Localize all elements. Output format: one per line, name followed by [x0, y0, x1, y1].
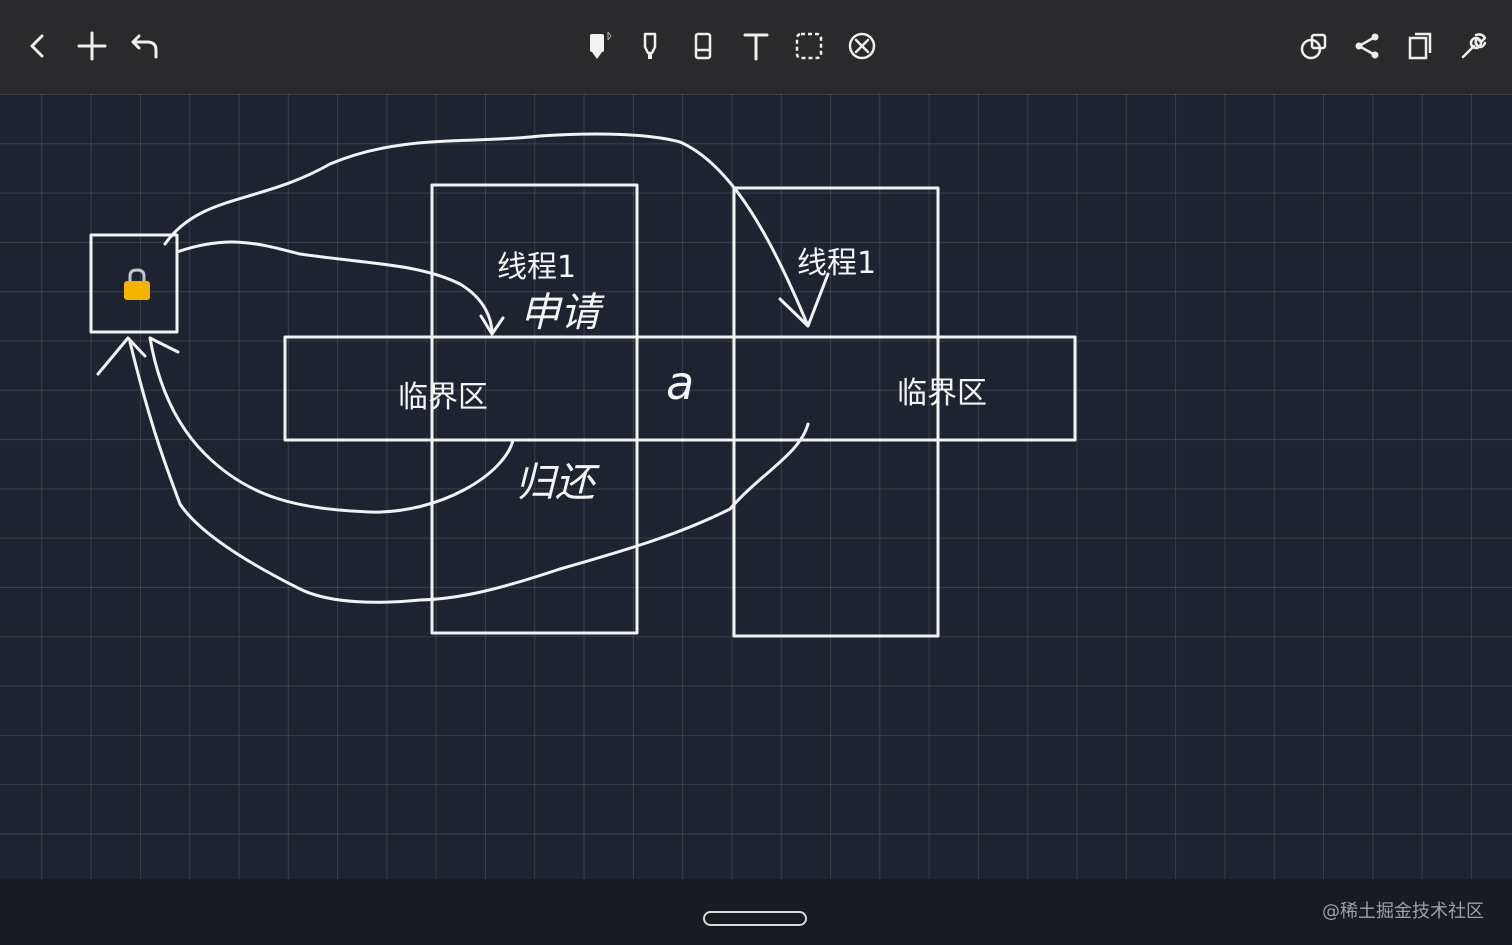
- undo-icon[interactable]: [125, 26, 165, 66]
- marker-tool-icon[interactable]: [630, 26, 670, 66]
- arrow-lock-to-left: [175, 240, 494, 336]
- shapes-icon[interactable]: [1294, 26, 1334, 66]
- bottom-bar: @稀土掘金技术社区: [0, 879, 1512, 945]
- back-icon[interactable]: [18, 26, 58, 66]
- lasso-select-icon[interactable]: [789, 26, 829, 66]
- apply-handwritten-label: 申请: [520, 290, 600, 336]
- ink-layer: [89, 132, 1077, 638]
- drawing-canvas[interactable]: 线程1 线程1 临界区 临界区 a 申请 归还: [0, 94, 1512, 879]
- return-handwritten-label: 归还: [515, 460, 595, 506]
- lock-icon[interactable]: [122, 267, 152, 301]
- pages-icon[interactable]: [1400, 26, 1440, 66]
- share-icon[interactable]: [1347, 26, 1387, 66]
- arrow-return-left: [148, 336, 515, 514]
- top-toolbar: [0, 0, 1512, 94]
- pen-tool-icon[interactable]: [577, 26, 617, 66]
- add-icon[interactable]: [72, 26, 112, 66]
- home-indicator[interactable]: [703, 911, 807, 926]
- thread-left-box: [430, 183, 639, 635]
- critical-section-right-label: 临界区: [897, 376, 987, 411]
- critical-section-band: [283, 335, 1077, 442]
- text-tool-icon[interactable]: [736, 26, 776, 66]
- lock-box: [89, 233, 179, 334]
- arrow-head-right: [778, 272, 830, 328]
- eraser-tool-icon[interactable]: [683, 26, 723, 66]
- arrow-head-left: [479, 314, 505, 336]
- thread-right-box: [732, 186, 940, 638]
- delete-icon[interactable]: [842, 26, 882, 66]
- arrow-return-right: [128, 340, 810, 604]
- critical-section-left-label: 临界区: [398, 380, 488, 415]
- arrow-lock-to-right: [163, 132, 810, 328]
- thread-right-label: 线程1: [797, 246, 877, 281]
- watermark: @稀土掘金技术社区: [1322, 901, 1484, 922]
- thread-left-label: 线程1: [497, 250, 577, 285]
- shared-variable-label: a: [666, 356, 695, 410]
- settings-wrench-icon[interactable]: [1453, 26, 1493, 66]
- arrow-heads-lock: [96, 336, 180, 376]
